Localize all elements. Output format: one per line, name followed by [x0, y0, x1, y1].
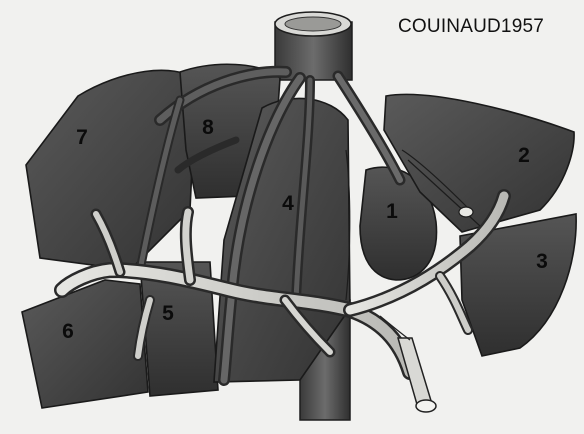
segment-label-8: 8 [202, 116, 214, 139]
segment-label-7: 7 [76, 126, 88, 149]
segment-label-5: 5 [162, 302, 174, 325]
segment-label-4: 4 [282, 192, 294, 215]
segment-label-1: 1 [386, 200, 398, 223]
segment-label-6: 6 [62, 320, 74, 343]
segment-label-3: 3 [536, 250, 548, 273]
segment-label-2: 2 [518, 144, 530, 167]
segment-6 [22, 280, 148, 408]
